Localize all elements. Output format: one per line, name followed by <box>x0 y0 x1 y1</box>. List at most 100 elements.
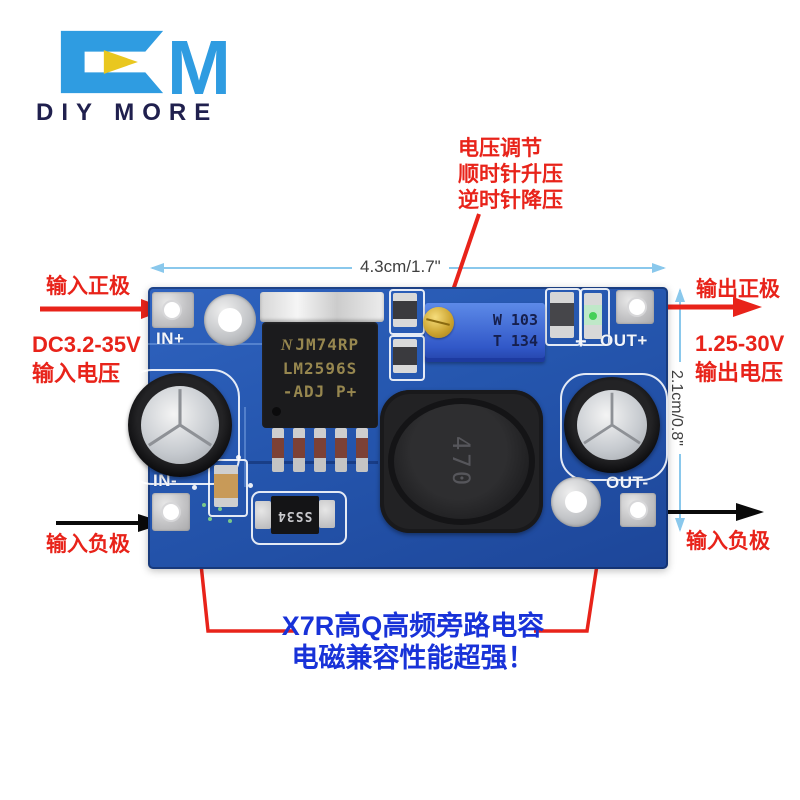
input-negative-right-label: 输入负极 <box>686 530 770 553</box>
chip-marking-line2: LM2596S <box>282 359 358 378</box>
input-capacitor-top <box>141 386 219 464</box>
pcb-trace <box>248 461 378 464</box>
in-plus-hole <box>164 302 180 318</box>
dim-arrow-left-icon <box>150 263 164 273</box>
out-minus-hole <box>630 502 646 518</box>
input-capacitor <box>128 373 232 477</box>
output-positive-label: 输出正极 <box>696 278 780 301</box>
smd-resistor <box>393 293 417 327</box>
mounting-hole-bottom-right <box>551 477 601 527</box>
via-dot <box>208 517 212 521</box>
power-led <box>584 293 602 339</box>
via-dot <box>248 483 253 488</box>
mounting-hole-bottom-right-bore <box>565 491 587 513</box>
chip-pin <box>272 428 284 472</box>
in-plus-pad <box>152 292 194 328</box>
pcb-trace <box>244 407 246 487</box>
out-plus-hole <box>629 299 645 315</box>
dm-logo: M <box>60 25 231 100</box>
potentiometer-markings: W 103 T 134 <box>493 310 538 352</box>
voltage-adjust-line3: 逆时针降压 <box>458 189 563 212</box>
chip-marking-line3: -ADJ P+ <box>282 382 358 401</box>
voltage-adjust-line2: 顺时针升压 <box>458 163 563 186</box>
input-voltage-line2: 输入电压 <box>32 361 121 386</box>
voltage-adjust-note: 电压调节 顺时针升压 逆时针降压 <box>458 136 563 214</box>
via-dot <box>218 507 222 511</box>
potentiometer-screw <box>423 307 454 338</box>
output-voltage-note: 1.25-30V 输出电压 <box>695 329 784 387</box>
mounting-hole-top-left-bore <box>218 308 242 332</box>
x7r-bypass-capacitor <box>214 465 238 507</box>
silkscreen-diode-outline <box>251 491 347 545</box>
bypass-note-line1: X7R高Q高频旁路电容 <box>281 611 545 641</box>
led-die-dot <box>589 312 597 320</box>
out-minus-pad <box>620 493 656 527</box>
mounting-hole-top-left <box>204 294 256 346</box>
silkscreen-bypass-cap-outline <box>208 459 248 517</box>
inductor-core: 470 <box>388 398 535 525</box>
ss34-diode: SS34 <box>271 496 319 534</box>
silkscreen-input-cap-outline <box>124 369 240 485</box>
chip-pin1-dot <box>272 407 281 416</box>
voltage-adjust-potentiometer: W 103 T 134 <box>423 303 545 362</box>
pot-marking-line2: T 134 <box>492 332 538 350</box>
logo-m-letter: M <box>167 25 231 100</box>
inductor-marking: 470 <box>447 435 476 488</box>
capacitor-vent-icon <box>583 392 641 445</box>
height-dimension-label: 2.1cm/0.8" <box>667 362 685 454</box>
chip-marking-line1-text: JM74RP <box>295 335 360 354</box>
smd-resistor-output <box>550 292 574 338</box>
in-plus-silkscreen-label: IN+ <box>156 329 185 348</box>
power-inductor: 470 <box>380 390 543 533</box>
via-dot <box>192 485 197 490</box>
input-voltage-note: DC3.2-35V 输入电压 <box>32 330 141 388</box>
output-capacitor-top <box>577 390 647 460</box>
via-dot <box>228 519 232 523</box>
in-minus-pad <box>152 493 190 531</box>
pot-marking-line1: W 103 <box>492 311 538 329</box>
diode-pad <box>319 500 335 528</box>
diode-pad <box>255 501 271 529</box>
input-negative-left-label: 输入负极 <box>46 533 130 556</box>
dim-arrow-right-icon <box>652 263 666 273</box>
output-capacitor <box>564 377 660 473</box>
logo-wordmark: DIY MORE <box>36 99 219 126</box>
silkscreen-led-outline <box>580 288 610 346</box>
silkscreen-resistor-outline <box>389 335 425 381</box>
voltage-adjust-line1: 电压调节 <box>458 137 542 160</box>
output-voltage-line2: 输出电压 <box>695 360 784 385</box>
smd-resistor <box>393 339 417 373</box>
silkscreen-resistor-outline <box>389 289 425 335</box>
diode-marking: SS34 <box>277 507 313 523</box>
out-plus-pad <box>616 290 654 324</box>
input-voltage-line1: DC3.2-35V <box>32 332 141 357</box>
bypass-note-line2: 电磁兼容性能超强！ <box>291 643 535 673</box>
chip-pin <box>293 428 305 472</box>
in-minus-hole <box>163 504 179 520</box>
dim-arrow-up-icon <box>675 288 685 302</box>
width-dimension-label: 4.3cm/1.7" <box>352 257 449 277</box>
ns-logo-icon: N <box>280 337 294 354</box>
logo-triangle-icon <box>103 50 138 74</box>
input-positive-label: 输入正极 <box>46 275 130 298</box>
output-voltage-line1: 1.25-30V <box>695 331 785 356</box>
chip-pin <box>356 428 368 472</box>
led-plus-mark: + <box>575 331 587 353</box>
bypass-capacitor-note: X7R高Q高频旁路电容 电磁兼容性能超强！ <box>217 610 609 674</box>
chip-heatsink-tab <box>260 292 384 322</box>
output-positive-arrowhead-icon <box>733 297 762 317</box>
capacitor-vent-icon <box>147 389 213 447</box>
pcb-trace <box>148 343 264 345</box>
chip-pin <box>335 428 347 472</box>
via-dot <box>202 503 206 507</box>
out-plus-silkscreen-label: OUT+ <box>600 331 648 350</box>
silkscreen-output-cap-outline <box>560 373 668 481</box>
chip-pin <box>314 428 326 472</box>
logo-d-shape <box>60 30 164 94</box>
output-negative-arrowhead-icon <box>736 503 764 521</box>
out-minus-silkscreen-label: OUT- <box>606 473 649 492</box>
